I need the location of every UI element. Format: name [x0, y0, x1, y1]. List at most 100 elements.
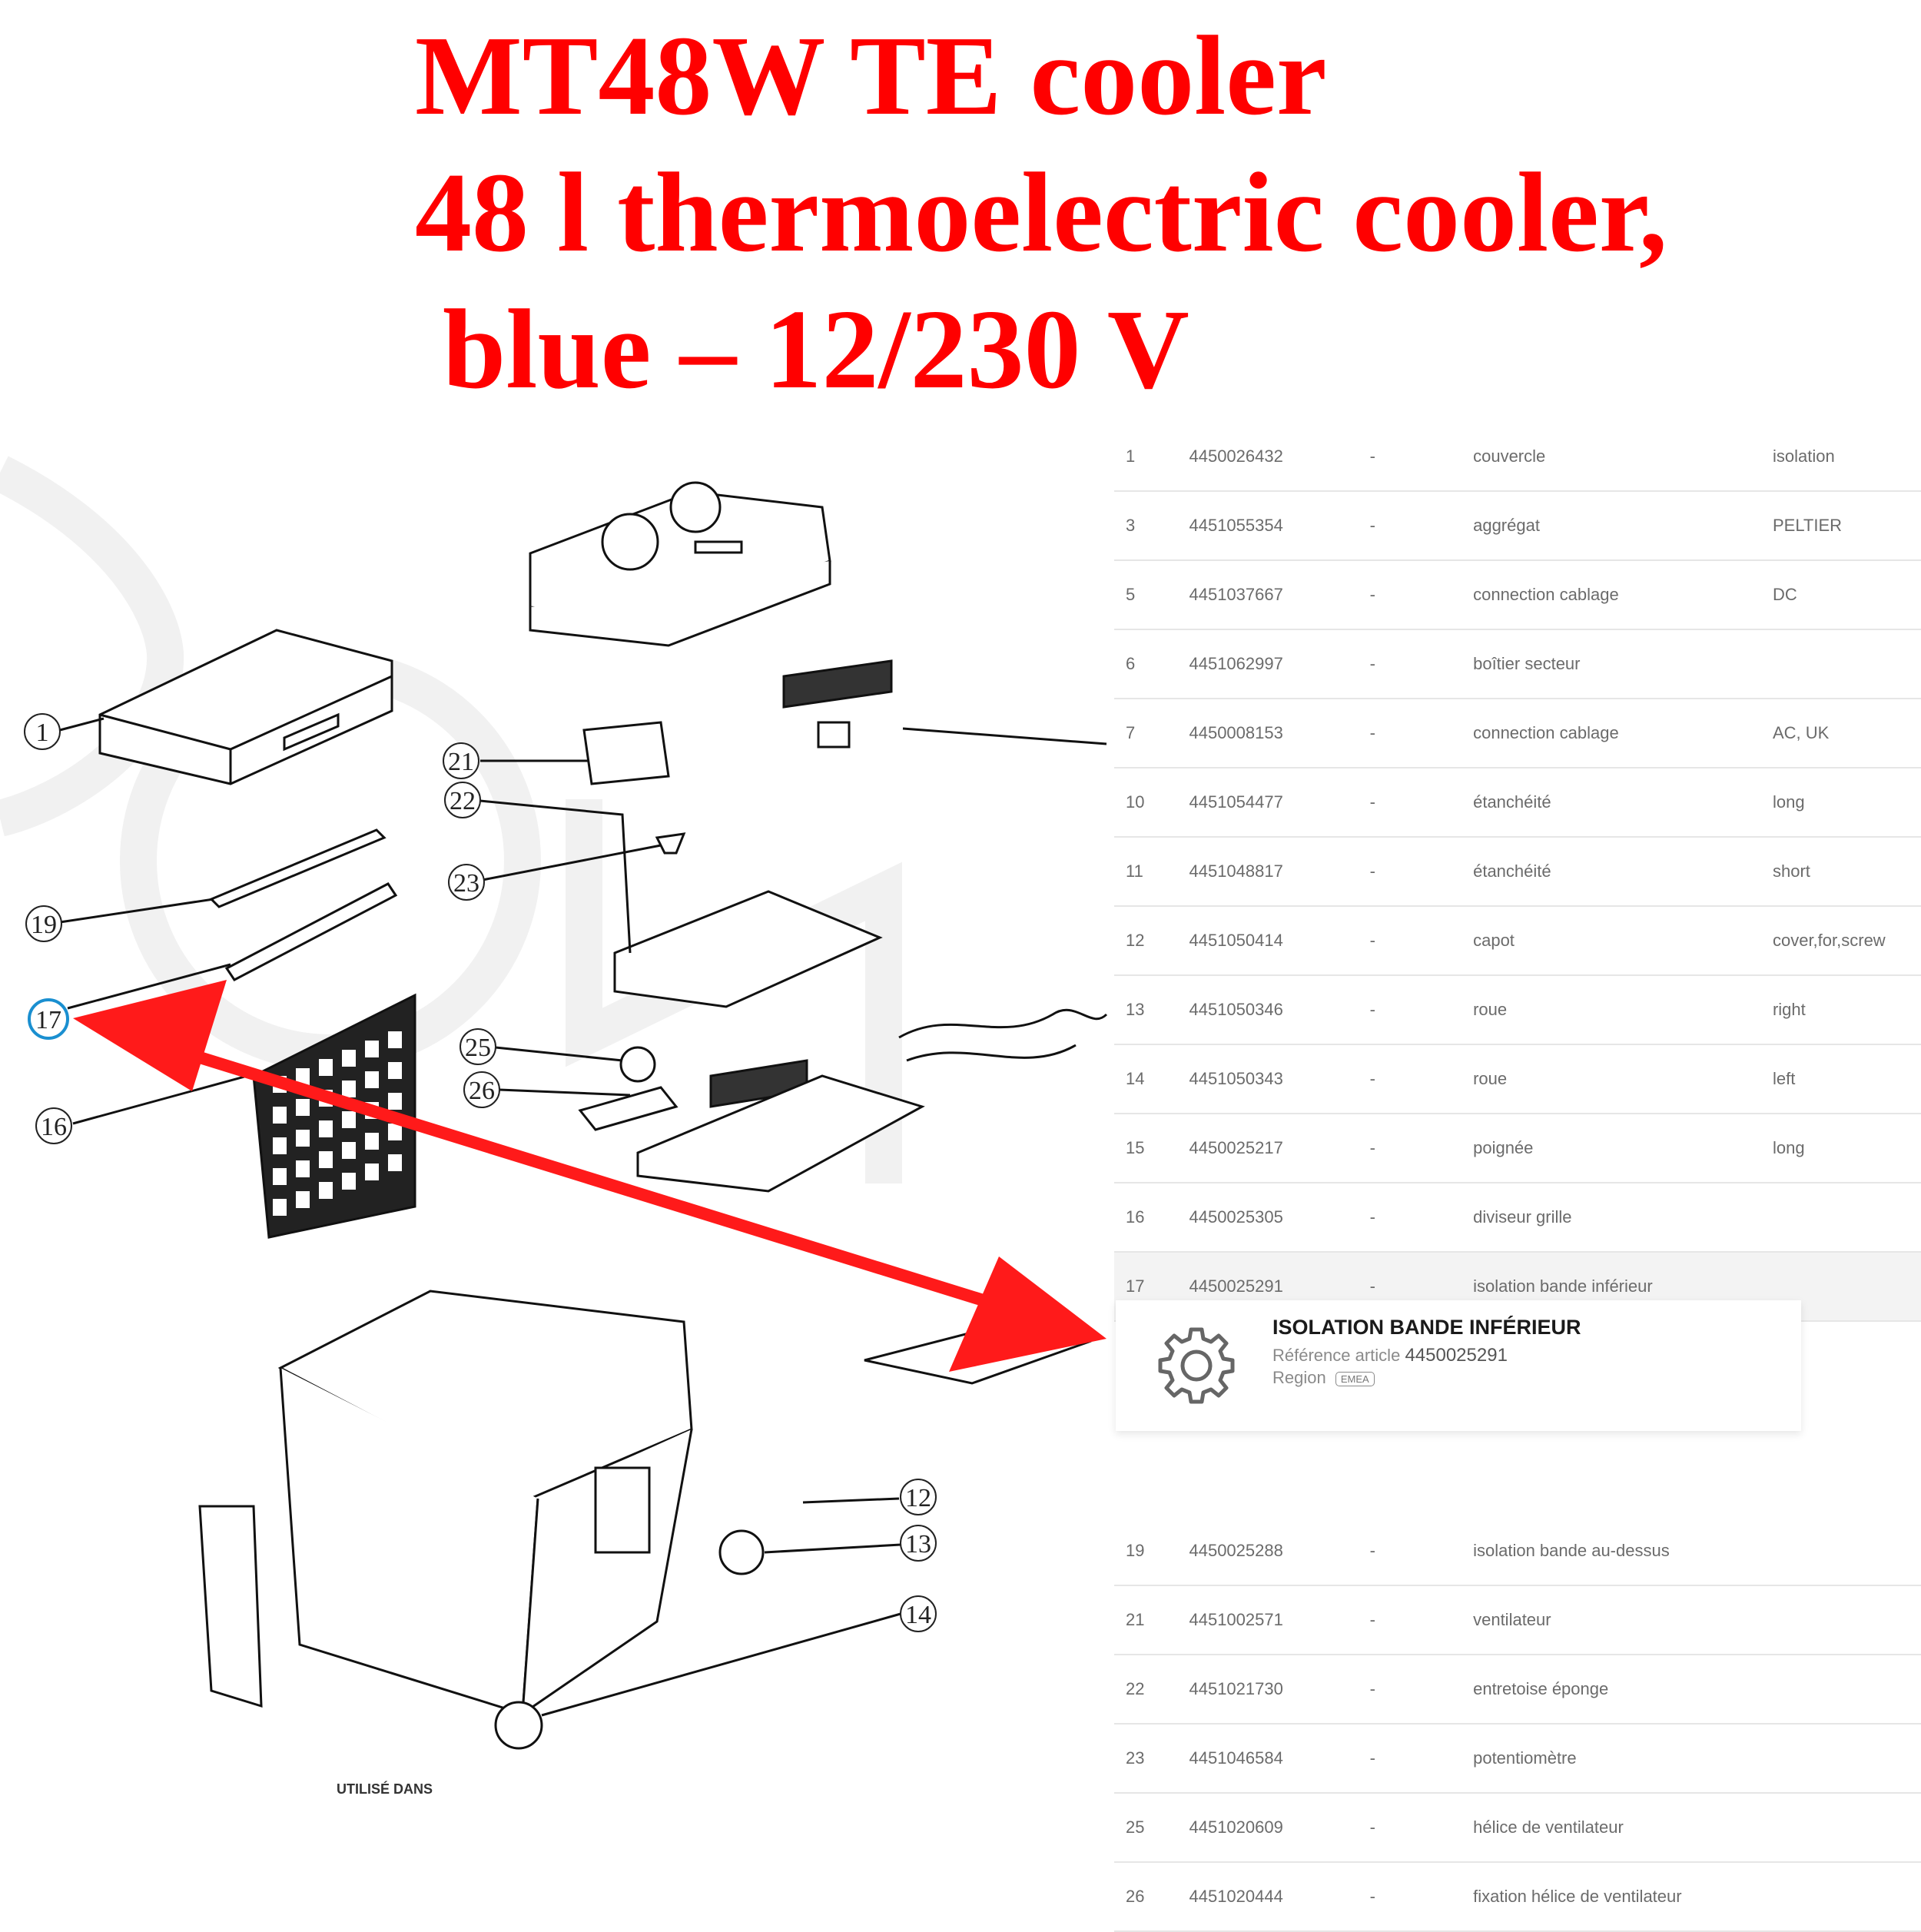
callout-19[interactable]: 19: [25, 905, 62, 942]
remark-cell: [1772, 629, 1921, 699]
table-row[interactable]: 22 4451021730 - entretoise éponge: [1114, 1655, 1921, 1725]
remark-cell: left: [1772, 1044, 1921, 1114]
qty-cell: -: [1369, 491, 1474, 561]
ref-cell: 4450008153: [1189, 699, 1370, 768]
table-row[interactable]: 13 4451050346 - roue right: [1114, 975, 1921, 1045]
remark-cell: long: [1772, 1114, 1921, 1183]
qty-cell: -: [1369, 975, 1474, 1045]
table-row[interactable]: 23 4451046584 - potentiomètre: [1114, 1724, 1921, 1794]
remark-cell: [1772, 1252, 1921, 1322]
svg-text:1: 1: [36, 719, 49, 747]
pos-cell: 21: [1114, 1585, 1189, 1655]
pos-cell: 25: [1114, 1793, 1189, 1863]
ref-cell: 4451021730: [1189, 1655, 1370, 1725]
pos-cell: 19: [1114, 1517, 1189, 1586]
pos-cell: 12: [1114, 906, 1189, 976]
pos-cell: 16: [1114, 1183, 1189, 1253]
desc-cell: étanchéité: [1473, 837, 1773, 907]
detail-title: ISOLATION BANDE INFÉRIEUR: [1272, 1316, 1581, 1339]
red-highlight-arrow: [73, 980, 1106, 1372]
desc-cell: couvercle: [1473, 423, 1773, 492]
desc-cell: connection cablage: [1473, 699, 1773, 768]
desc-cell: roue: [1473, 1044, 1773, 1114]
desc-cell: poignée: [1473, 1114, 1773, 1183]
table-row[interactable]: 11 4451048817 - étanchéité short: [1114, 837, 1921, 907]
callout-17[interactable]: 17: [28, 998, 69, 1040]
pos-cell: 1: [1114, 423, 1189, 492]
remark-cell: right: [1772, 975, 1921, 1045]
callout-13[interactable]: 13: [900, 1525, 937, 1562]
svg-text:26: 26: [469, 1077, 495, 1105]
table-row[interactable]: 7 4450008153 - connection cablage AC, UK: [1114, 699, 1921, 768]
qty-cell: -: [1369, 1724, 1474, 1794]
table-row[interactable]: 26 4451020444 - fixation hélice de venti…: [1114, 1862, 1921, 1932]
ref-cell: 4451048817: [1189, 837, 1370, 907]
ref-cell: 4451020609: [1189, 1793, 1370, 1863]
qty-cell: -: [1369, 1655, 1474, 1725]
callout-26[interactable]: 26: [463, 1071, 500, 1108]
pos-cell: 6: [1114, 629, 1189, 699]
svg-text:21: 21: [448, 748, 474, 776]
qty-cell: -: [1369, 1862, 1474, 1932]
fan-part-21: [582, 721, 670, 785]
svg-text:22: 22: [450, 787, 476, 815]
table-row[interactable]: 3 4451055354 - aggrégat PELTIER: [1114, 491, 1921, 561]
svg-text:23: 23: [453, 869, 479, 898]
exploded-view-diagram: 1 19 17 16 21 22 23 25 26 12 13 14: [0, 456, 1108, 1750]
ref-cell: 4451054477: [1189, 768, 1370, 838]
callout-14[interactable]: 14: [900, 1595, 937, 1632]
table-row[interactable]: 21 4451002571 - ventilateur: [1114, 1585, 1921, 1655]
ref-cell: 4451046584: [1189, 1724, 1370, 1794]
used-in-heading: UTILISÉ DANS: [337, 1781, 433, 1797]
desc-cell: isolation bande au-dessus: [1473, 1517, 1773, 1586]
remark-cell: AC, UK: [1772, 699, 1921, 768]
table-row[interactable]: 25 4451020609 - hélice de ventilateur: [1114, 1793, 1921, 1863]
handle-part-15: [198, 1505, 263, 1708]
remark-cell: [1772, 1183, 1921, 1253]
table-row[interactable]: 16 4450025305 - diviseur grille: [1114, 1183, 1921, 1253]
qty-cell: -: [1369, 1585, 1474, 1655]
table-row[interactable]: 12 4451050414 - capot cover,for,screw: [1114, 906, 1921, 976]
pos-cell: 23: [1114, 1724, 1189, 1794]
qty-cell: -: [1369, 1517, 1474, 1586]
callout-21[interactable]: 21: [443, 742, 479, 779]
ref-cell: 4451055354: [1189, 491, 1370, 561]
qty-cell: -: [1369, 1114, 1474, 1183]
base-plate: [636, 1074, 925, 1193]
callout-23[interactable]: 23: [448, 864, 485, 901]
table-row[interactable]: 10 4451054477 - étanchéité long: [1114, 768, 1921, 838]
callout-12[interactable]: 12: [900, 1479, 937, 1515]
desc-cell: ventilateur: [1473, 1585, 1773, 1655]
ref-cell: 4451050343: [1189, 1044, 1370, 1114]
callout-22[interactable]: 22: [444, 782, 481, 818]
qty-cell: -: [1369, 1044, 1474, 1114]
table-row[interactable]: 6 4451062997 - boîtier secteur: [1114, 629, 1921, 699]
ref-cell: 4450025217: [1189, 1114, 1370, 1183]
remark-cell: [1772, 1517, 1921, 1586]
svg-text:19: 19: [31, 911, 57, 939]
detail-ref-value: 4450025291: [1405, 1345, 1508, 1366]
callout-16[interactable]: 16: [35, 1107, 72, 1144]
table-row[interactable]: 14 4451050343 - roue left: [1114, 1044, 1921, 1114]
pos-cell: 5: [1114, 560, 1189, 630]
remark-cell: isolation: [1772, 423, 1921, 492]
callout-1[interactable]: 1: [24, 713, 61, 750]
table-row[interactable]: 15 4450025217 - poignée long: [1114, 1114, 1921, 1183]
svg-text:13: 13: [905, 1530, 931, 1559]
svg-text:25: 25: [465, 1034, 491, 1062]
desc-cell: capot: [1473, 906, 1773, 976]
pos-cell: 10: [1114, 768, 1189, 838]
svg-text:12: 12: [905, 1484, 931, 1512]
table-row[interactable]: 5 4451037667 - connection cablage DC: [1114, 560, 1921, 630]
callout-25[interactable]: 25: [460, 1028, 496, 1065]
table-row[interactable]: 1 4450026432 - couvercle isolation: [1114, 423, 1921, 492]
table-row[interactable]: 19 4450025288 - isolation bande au-dessu…: [1114, 1517, 1921, 1586]
divider-grid-part-16: [252, 993, 416, 1239]
pos-cell: 15: [1114, 1114, 1189, 1183]
remark-cell: [1772, 1724, 1921, 1794]
pos-cell: 3: [1114, 491, 1189, 561]
gear-icon: [1158, 1327, 1235, 1404]
qty-cell: -: [1369, 1793, 1474, 1863]
title-line-2: 48 l thermoelectric cooler,: [415, 150, 1667, 276]
ref-cell: 4451037667: [1189, 560, 1370, 630]
